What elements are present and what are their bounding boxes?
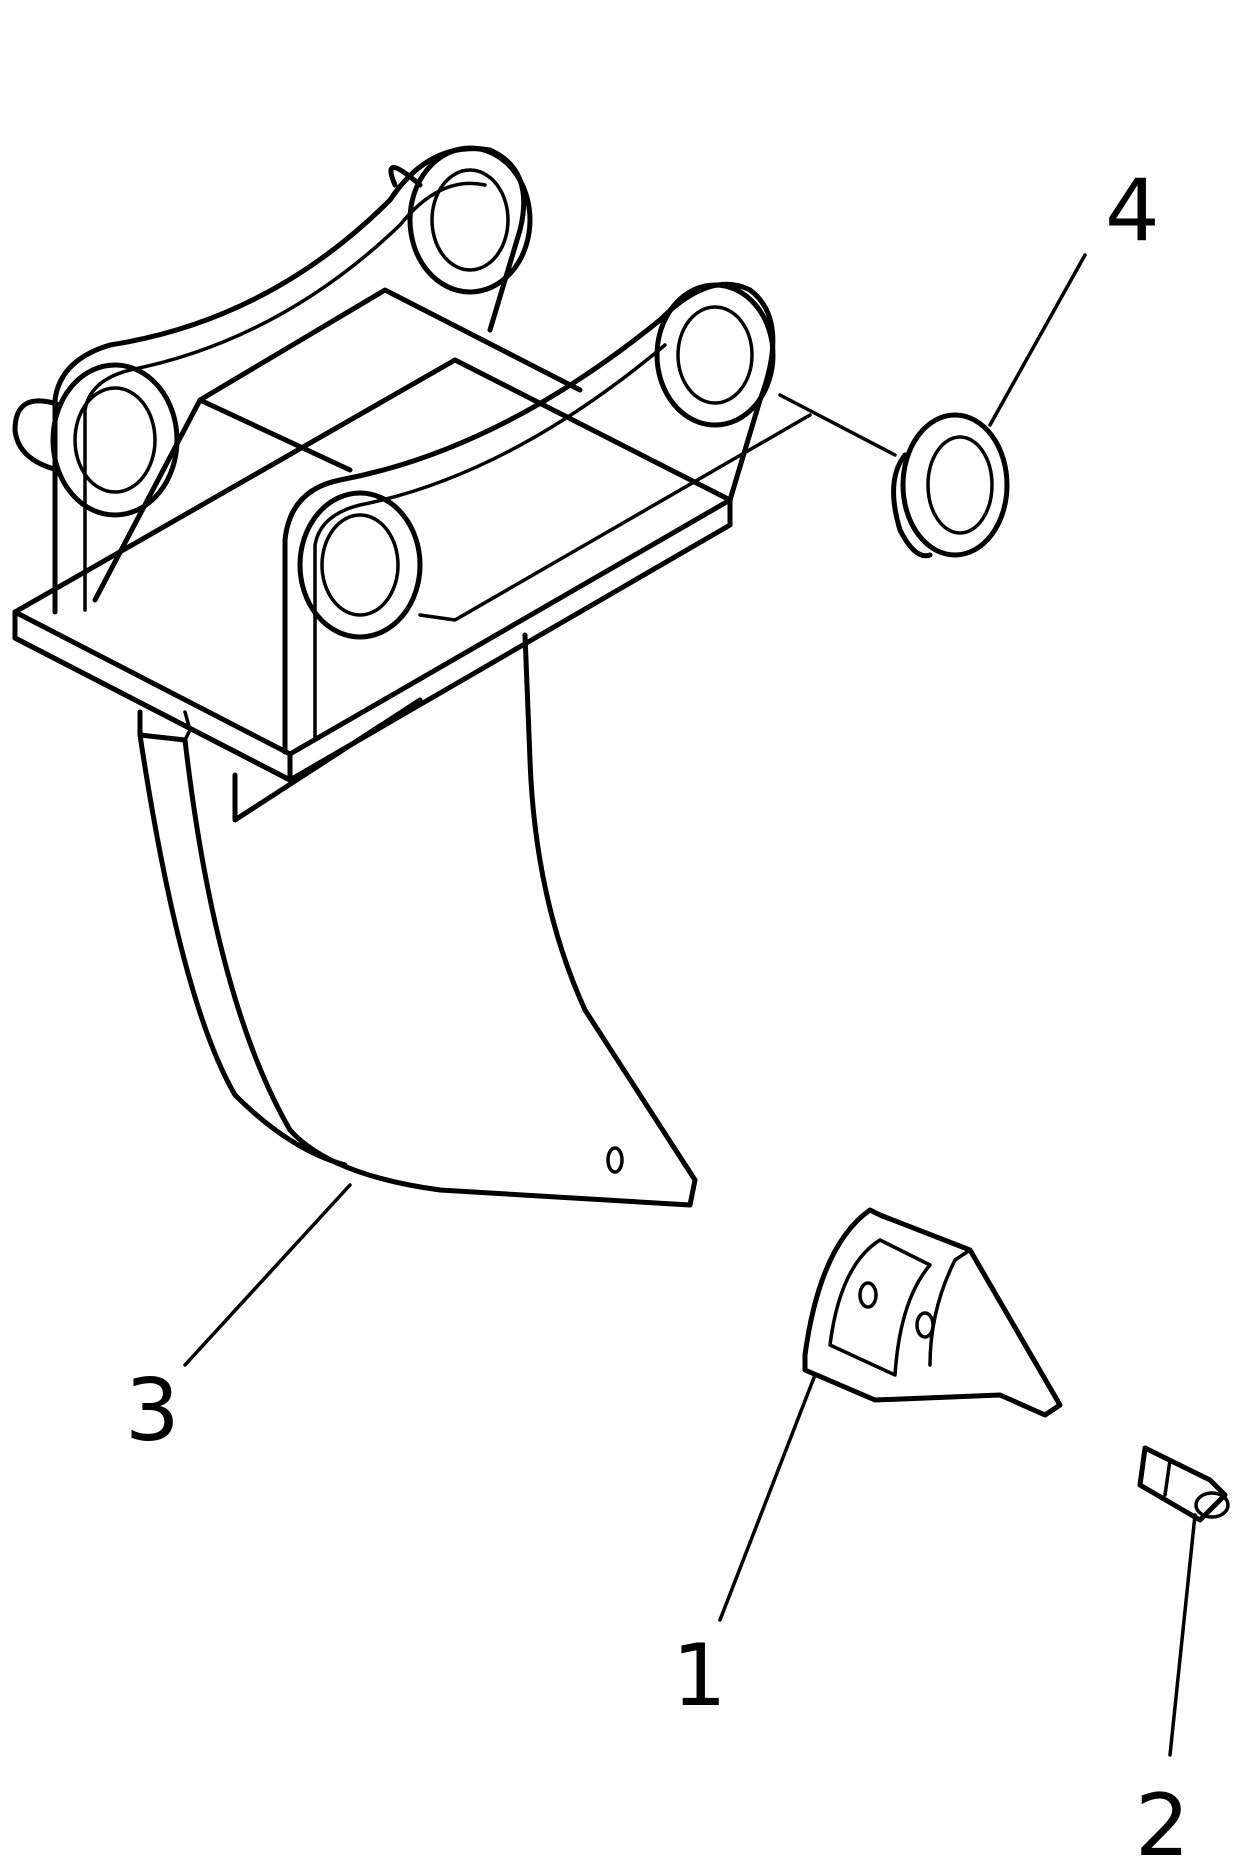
tooth-point-pocket <box>828 1238 932 1377</box>
callout-label-2: 2 <box>1135 1776 1190 1864</box>
rear-lower-pin-boss <box>50 362 180 518</box>
rear-bracket-inner-edge <box>83 181 487 612</box>
bushing <box>891 412 1010 559</box>
ripper-shank-assembly <box>12 145 897 1208</box>
callout-label-3: 3 <box>125 1361 180 1461</box>
pin-body <box>1137 1445 1228 1523</box>
tooth-point <box>802 1207 1063 1418</box>
leader-line-3 <box>183 1183 352 1367</box>
front-upper-pin-bore <box>676 305 754 405</box>
rear-lower-pin-stub <box>12 398 63 473</box>
leader-line-1 <box>718 1373 817 1622</box>
retaining-pin <box>1137 1445 1230 1523</box>
tooth-point-edge <box>928 1248 972 1367</box>
rear-upper-pin-boss <box>407 145 533 295</box>
shank-blade-inner-edge <box>183 710 192 742</box>
pin-end <box>1194 1491 1230 1519</box>
shank-tip-pin-hole <box>606 1146 624 1174</box>
front-lower-pin-bore <box>320 513 400 617</box>
front-bracket-inner-edge <box>313 343 667 740</box>
bushing-outer-ring <box>900 412 1010 558</box>
base-plate <box>12 357 733 783</box>
front-lower-pin-boss <box>297 490 423 640</box>
base-plate-front-edge <box>12 497 733 783</box>
bushing-side <box>891 452 933 559</box>
rear-upper-pin-bore <box>430 168 510 272</box>
shank-web <box>232 697 423 823</box>
tooth-point-hole-1 <box>858 1281 878 1309</box>
pin-groove <box>1163 1458 1172 1497</box>
callout-label-4: 4 <box>1105 161 1160 261</box>
tooth-point-body <box>802 1207 1063 1418</box>
bracket-top-box <box>92 287 583 603</box>
rear-lower-pin-bore <box>73 386 157 494</box>
tooth-point-hole-2 <box>915 1311 935 1339</box>
leader-line-2 <box>1168 1513 1197 1757</box>
callout-label-1: 1 <box>672 1626 727 1726</box>
front-bracket-plate <box>282 281 776 755</box>
front-upper-pin-boss <box>654 282 776 428</box>
rear-upper-pin-stub <box>388 165 423 188</box>
leader-line-4 <box>988 253 1087 427</box>
base-plate-top-edge <box>12 609 293 757</box>
shank-blade-front-face <box>137 732 348 1168</box>
bushing-axis-line <box>418 393 897 622</box>
bushing-inner-ring <box>926 435 994 535</box>
